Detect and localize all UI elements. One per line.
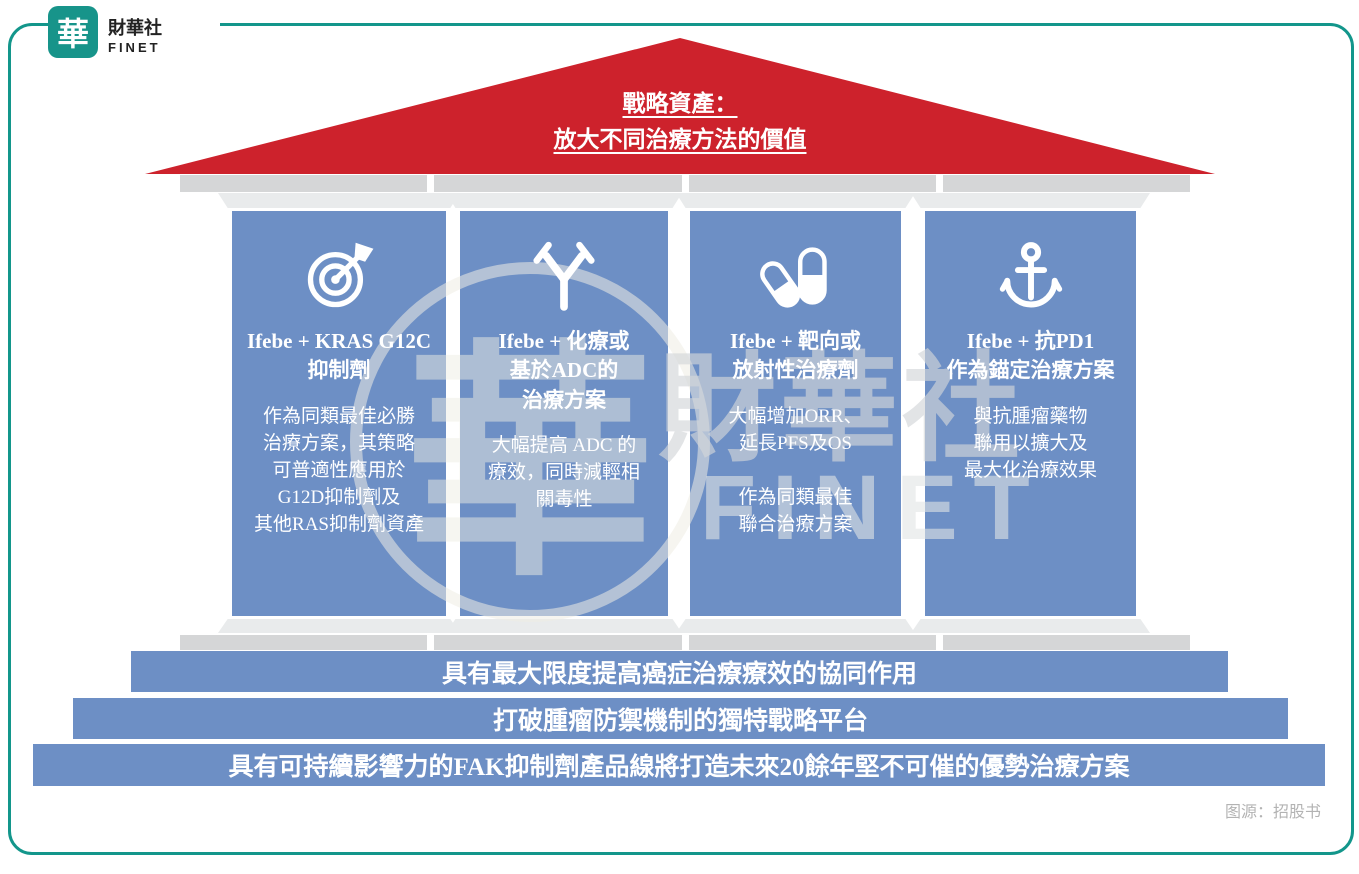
pillar-capital xyxy=(446,193,682,208)
pillar-shaft: Ifebe + KRAS G12C 抑制劑 作為同類最佳必勝 治療方案，其策略 … xyxy=(232,211,446,616)
roof-title: 戰略資產： 放大不同治療方法的價值 xyxy=(553,91,807,152)
beam-segment xyxy=(688,635,936,650)
pillar-base xyxy=(911,619,1150,633)
finet-logo-name-en: FINET xyxy=(108,40,161,55)
pillar-shaft: Ifebe + 靶向或 放射性治療劑 大幅增加ORR、 延長PFS及OS 作為同… xyxy=(690,211,901,616)
beam-segment xyxy=(688,175,936,192)
pillar-base xyxy=(446,619,682,633)
finet-logo-text: 財華社 FINET xyxy=(108,14,162,55)
beam-segment xyxy=(180,175,428,192)
target-dart-icon xyxy=(232,237,446,315)
pillar-shaft: Ifebe + 抗PD1 作為錨定治療方案 與抗腫瘤藥物 聯用以擴大及 最大化治… xyxy=(925,211,1136,616)
capsules-icon xyxy=(690,237,901,315)
foundation-bar-label: 打破腫瘤防禦機制的獨特戰略平台 xyxy=(492,707,868,735)
foundation-bar-synergy: 具有最大限度提高癌症治療療效的協同作用 xyxy=(131,651,1228,692)
finet-logo: 華 財華社 FINET xyxy=(48,0,220,70)
foundation-bar-pipeline: 具有可持續影響力的FAK抑制劑產品線將打造未來20餘年堅不可催的優勢治療方案 xyxy=(33,744,1325,786)
pillar-targeted-radio: Ifebe + 靶向或 放射性治療劑 大幅增加ORR、 延長PFS及OS 作為同… xyxy=(676,193,915,633)
finet-logo-badge-icon: 華 xyxy=(48,6,98,58)
foundation-bar-platform: 打破腫瘤防禦機制的獨特戰略平台 xyxy=(73,698,1288,739)
beam-segment xyxy=(434,635,682,650)
finet-logo-character: 華 xyxy=(56,16,89,52)
pillar-body: 大幅提高 ADC 的 療效，同時減輕相 關毒性 xyxy=(487,435,640,511)
pillar-capital xyxy=(676,193,915,208)
pillar-shaft: Ifebe + 化療或 基於ADC的 治療方案 大幅提高 ADC 的 療效，同時… xyxy=(460,211,668,616)
anchor-icon xyxy=(925,237,1136,315)
beam-segment xyxy=(942,175,1190,192)
plinth-beam xyxy=(180,635,1190,650)
pillar-heading: Ifebe + 化療或 基於ADC的 治療方案 xyxy=(498,329,630,412)
pillar-chemo-adc: Ifebe + 化療或 基於ADC的 治療方案 大幅提高 ADC 的 療效，同時… xyxy=(446,193,682,633)
beam-segment xyxy=(942,635,1190,650)
antibody-icon xyxy=(460,237,668,315)
beam-segment xyxy=(180,635,428,650)
pillar-body: 大幅增加ORR、 延長PFS及OS 作為同類最佳 聯合治療方案 xyxy=(728,405,863,535)
pillar-kras-g12c: Ifebe + KRAS G12C 抑制劑 作為同類最佳必勝 治療方案，其策略 … xyxy=(218,193,460,633)
page-border xyxy=(8,23,1354,855)
source-note: 图源：招股书 xyxy=(1224,804,1321,821)
pillar-anti-pd1: Ifebe + 抗PD1 作為錨定治療方案 與抗腫瘤藥物 聯用以擴大及 最大化治… xyxy=(911,193,1150,633)
pillar-heading: Ifebe + 抗PD1 作為錨定治療方案 xyxy=(946,329,1115,383)
beam-segment xyxy=(434,175,682,192)
foundation-bar-label: 具有可持續影響力的FAK抑制劑產品線將打造未來20餘年堅不可催的優勢治療方案 xyxy=(228,754,1130,781)
pillar-capital xyxy=(911,193,1150,208)
architrave-beam xyxy=(180,175,1190,192)
pillar-body: 作為同類最佳必勝 治療方案，其策略 可普適性應用於 G12D抑制劑及 其他RAS… xyxy=(254,405,424,535)
foundation-bar-label: 具有最大限度提高癌症治療療效的協同作用 xyxy=(441,660,917,688)
pillar-heading: Ifebe + KRAS G12C 抑制劑 xyxy=(246,329,432,383)
pillar-base xyxy=(218,619,460,633)
pillar-body: 與抗腫瘤藥物 聯用以擴大及 最大化治療效果 xyxy=(963,405,1097,481)
pillar-heading: Ifebe + 靶向或 放射性治療劑 xyxy=(730,329,861,383)
finet-logo-name-cn: 財華社 xyxy=(108,18,162,38)
pillar-base xyxy=(676,619,915,633)
pillar-capital xyxy=(218,193,460,208)
